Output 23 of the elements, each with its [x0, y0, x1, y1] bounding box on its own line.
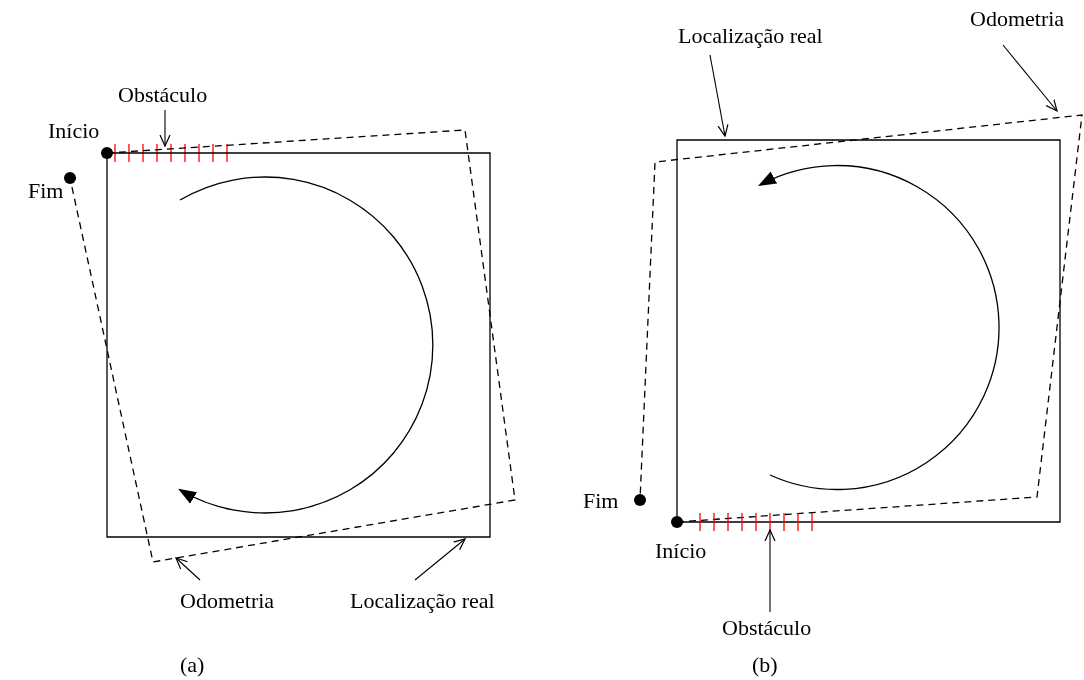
leader-line — [1002, 44, 1058, 112]
leader-line — [414, 538, 466, 581]
odometry-label: Odometria — [970, 8, 1065, 30]
leader-line — [709, 54, 729, 137]
obstacle-label: Obstáculo — [118, 84, 208, 106]
obstacle-marks — [699, 512, 813, 532]
real-location-label: Localização real — [350, 590, 495, 612]
end-point-label: Fim — [28, 180, 64, 202]
obstacle-label: Obstáculo — [722, 617, 812, 639]
end-point-label: Fim — [583, 490, 619, 512]
panel-caption: (a) — [180, 654, 205, 676]
start-point-label: Início — [48, 120, 100, 142]
start-point-label: Início — [655, 540, 707, 562]
real-location-label: Localização real — [678, 25, 823, 47]
end-point-dot — [64, 172, 76, 184]
end-point-dot — [634, 494, 646, 506]
leader-line — [764, 529, 776, 613]
leader-line — [159, 109, 171, 147]
odometry-path — [639, 114, 1083, 523]
start-point-dot — [671, 516, 683, 528]
panel-caption: (b) — [752, 654, 778, 676]
leader-line — [175, 557, 201, 581]
odometry-label: Odometria — [180, 590, 275, 612]
